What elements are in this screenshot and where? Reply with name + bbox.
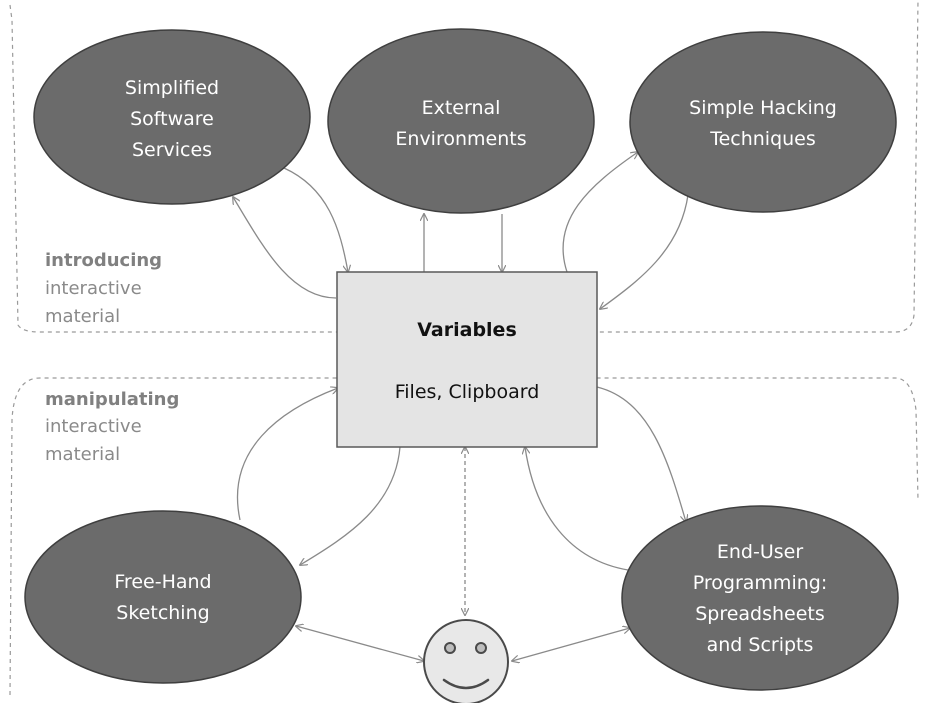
- variables-box: Variables Files, Clipboard: [336, 271, 598, 448]
- arrow-sketching-to-box: [236, 388, 338, 521]
- arrow-hacking-techniques-to-box: [600, 194, 689, 309]
- smiley-face-icon: [423, 619, 509, 703]
- arrow-box-to-simplified-services: [233, 197, 337, 299]
- manipulating-region-label: manipulating interactive material: [45, 389, 179, 465]
- introducing-region-label: introducing interactive material: [45, 250, 162, 327]
- programming-line4: and Scripts: [707, 634, 814, 656]
- arrow-user-programming: [512, 628, 630, 661]
- manipulating-line3: material: [45, 444, 120, 465]
- simplified-line3: Services: [132, 139, 212, 161]
- external-line1: External: [422, 97, 501, 119]
- simplified-line1: Simplified: [125, 77, 219, 99]
- programming-line2: Programming:: [693, 572, 827, 594]
- programming-line1: End-User: [717, 541, 803, 563]
- arrow-box-to-hacking-techniques: [562, 152, 638, 273]
- arrow-simplified-services-to-box: [283, 167, 348, 272]
- box-title: Variables: [417, 319, 517, 341]
- arrow-programming-to-box: [525, 447, 629, 571]
- external-line2: Environments: [395, 128, 526, 150]
- introducing-region-bracket: [9, 0, 919, 333]
- hacking-line1: Simple Hacking: [689, 97, 837, 119]
- hacking-line2: Techniques: [709, 128, 816, 150]
- introducing-label: introducing: [45, 250, 162, 271]
- simplified-software-services-node: Simplified Software Services: [33, 29, 311, 205]
- sketching-line2: Sketching: [116, 602, 209, 624]
- introducing-line3: material: [45, 306, 120, 327]
- arrow-box-to-programming: [596, 386, 686, 522]
- free-hand-sketching-node: Free-Hand Sketching: [24, 510, 302, 684]
- arrow-box-to-sketching: [300, 446, 401, 565]
- box-subtitle: Files, Clipboard: [395, 381, 540, 403]
- simplified-line2: Software: [130, 108, 214, 130]
- sketching-line1: Free-Hand: [114, 571, 211, 593]
- end-user-programming-node: End-User Programming: Spreadsheets and S…: [621, 505, 899, 691]
- manipulating-line2: interactive: [45, 416, 142, 437]
- introducing-line2: interactive: [45, 278, 142, 299]
- external-environments-node: External Environments: [327, 28, 595, 214]
- manipulating-label: manipulating: [45, 389, 179, 410]
- programming-line3: Spreadsheets: [695, 603, 825, 625]
- arrow-user-sketching: [296, 626, 424, 661]
- simple-hacking-techniques-node: Simple Hacking Techniques: [629, 31, 897, 213]
